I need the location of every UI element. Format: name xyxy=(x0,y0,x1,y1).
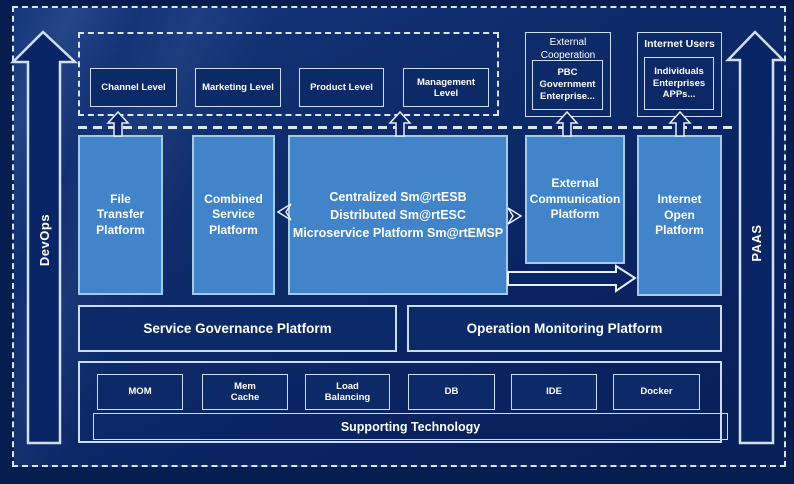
level-box-channel: Channel Level xyxy=(90,68,177,107)
external-cooperation-members-box: PBC Government Enterprise... xyxy=(532,60,603,110)
level-box-marketing: Marketing Level xyxy=(195,68,281,107)
operation-monitoring-platform-box: Operation Monitoring Platform xyxy=(407,305,722,352)
level-label-marketing: Marketing Level xyxy=(202,82,274,93)
service-governance-platform-box: Service Governance Platform xyxy=(78,305,397,352)
supporting-technology-container xyxy=(78,361,722,443)
platform-external-communication-label: External Communication Platform xyxy=(529,176,621,222)
tech-label-ide: IDE xyxy=(546,386,562,398)
tech-box-load-balancing: Load Balancing xyxy=(305,374,390,410)
level-box-management: Management Level xyxy=(403,68,489,107)
external-cooperation-members: PBC Government Enterprise... xyxy=(539,67,596,102)
external-cooperation-box: External Cooperation PBC Government Ente… xyxy=(525,32,611,117)
paas-arrow-label: PAAS xyxy=(748,224,764,262)
tech-label-db: DB xyxy=(444,386,459,398)
service-governance-platform-label: Service Governance Platform xyxy=(143,321,332,336)
layer-separator-line xyxy=(78,126,734,129)
platform-internet-open: Internet Open Platform xyxy=(637,135,722,296)
tech-box-mom: MOM xyxy=(97,374,183,410)
tech-box-ide: IDE xyxy=(511,374,597,410)
tech-label-docker: Docker xyxy=(640,386,673,398)
level-label-product: Product Level xyxy=(310,82,373,93)
tech-box-db: DB xyxy=(408,374,495,410)
supporting-technology-label: Supporting Technology xyxy=(340,419,481,434)
internet-users-box: Internet Users Individuals Enterprises A… xyxy=(637,32,722,117)
platform-central-esb-label: Centralized Sm@rtESB Distributed Sm@rtES… xyxy=(292,189,504,241)
platform-combined-service: Combined Service Platform xyxy=(192,135,275,295)
tech-label-mem-cache: Mem Cache xyxy=(230,380,260,403)
internet-users-title: Internet Users xyxy=(644,38,715,50)
level-label-management: Management Level xyxy=(416,76,476,99)
platform-external-communication: External Communication Platform xyxy=(525,135,625,264)
tech-box-mem-cache: Mem Cache xyxy=(202,374,288,410)
tech-box-docker: Docker xyxy=(613,374,700,410)
devops-arrow-label: DevOps xyxy=(36,213,52,267)
level-label-channel: Channel Level xyxy=(101,82,166,93)
tech-label-mom: MOM xyxy=(128,386,152,398)
platform-combined-service-label: Combined Service Platform xyxy=(204,191,263,237)
business-levels-container xyxy=(78,32,499,116)
tech-label-load-balancing: Load Balancing xyxy=(324,380,371,403)
platform-file-transfer: File Transfer Platform xyxy=(78,135,163,295)
internet-users-members: Individuals Enterprises APPs... xyxy=(652,66,706,101)
internet-users-members-box: Individuals Enterprises APPs... xyxy=(644,57,714,110)
platform-file-transfer-label: File Transfer Platform xyxy=(96,191,145,237)
operation-monitoring-platform-label: Operation Monitoring Platform xyxy=(466,321,663,336)
platform-central-esb: Centralized Sm@rtESB Distributed Sm@rtES… xyxy=(288,135,508,295)
platform-internet-open-label: Internet Open Platform xyxy=(655,192,704,238)
external-cooperation-title: External Cooperation xyxy=(540,37,596,61)
supporting-technology-bar: Supporting Technology xyxy=(93,413,728,440)
level-box-product: Product Level xyxy=(299,68,384,107)
